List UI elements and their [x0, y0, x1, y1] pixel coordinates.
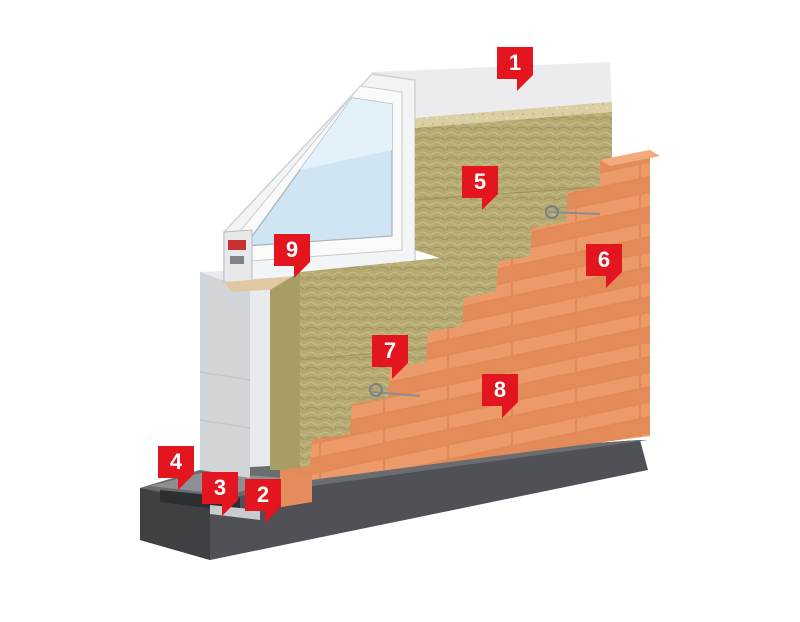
callout-marker: 3: [202, 472, 242, 516]
callout-marker: 9: [274, 234, 314, 278]
callout-marker: 2: [245, 479, 285, 523]
callout-marker: 1: [497, 47, 537, 91]
callout-marker: 7: [372, 335, 412, 379]
callout-marker: 6: [586, 244, 626, 288]
brick-cladding: [276, 150, 660, 508]
window-frame: [223, 73, 420, 292]
callout-marker: 5: [462, 166, 502, 210]
wall-ties: [369, 205, 601, 397]
callout-marker: 4: [158, 446, 198, 490]
callout-marker: 8: [482, 374, 522, 418]
